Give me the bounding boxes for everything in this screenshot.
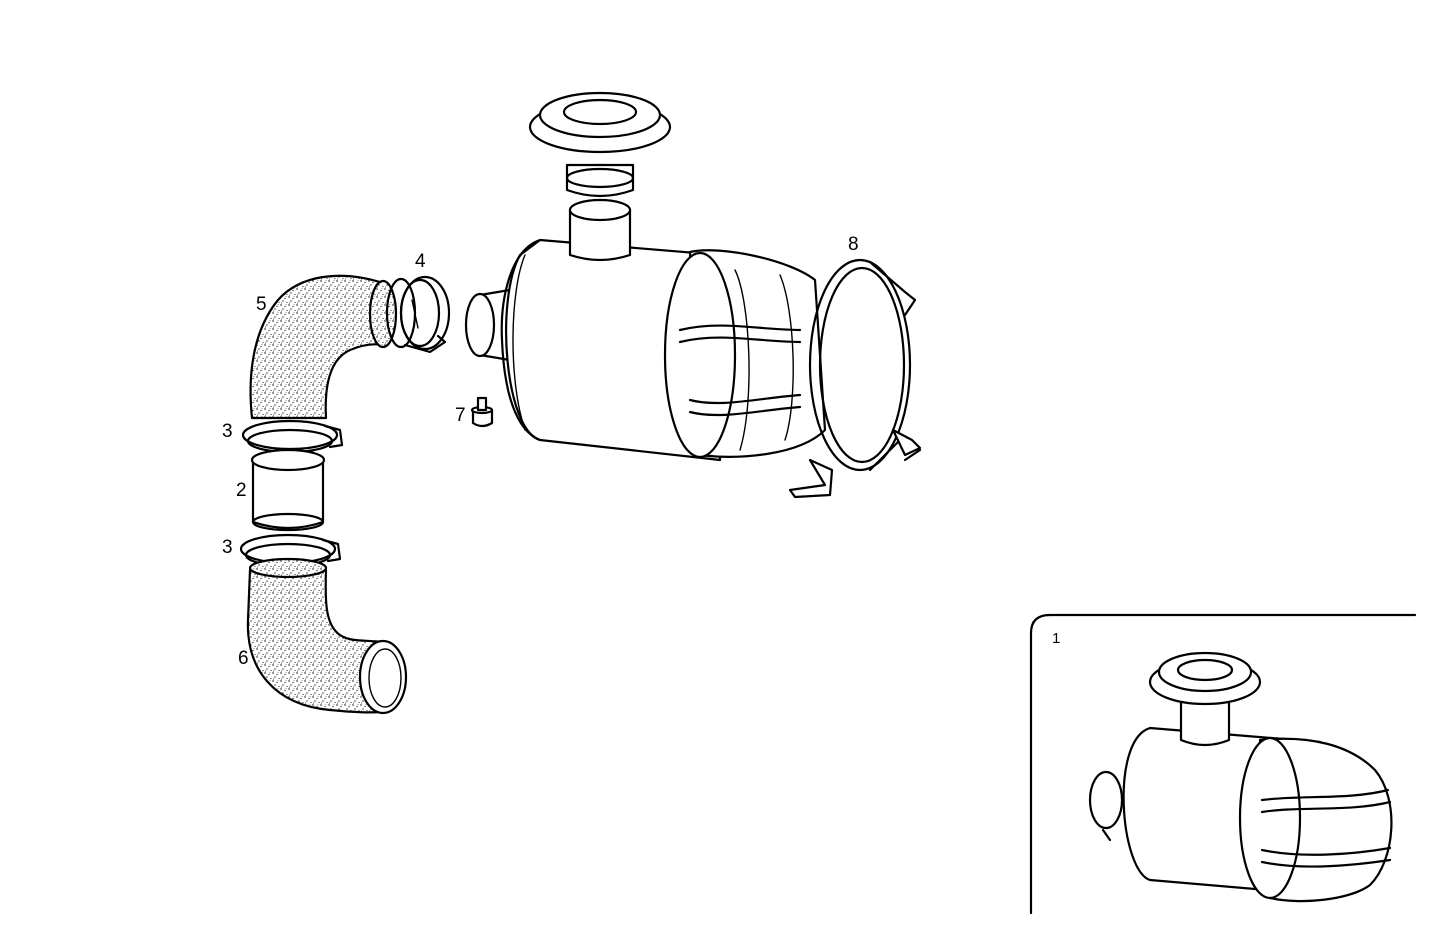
hose-clamp-upper <box>385 275 451 354</box>
mounting-band <box>788 258 922 499</box>
lower-hose-elbow <box>246 557 408 715</box>
intake-cap <box>528 91 672 262</box>
drain-valve <box>470 396 494 428</box>
callout-5: 5 <box>256 294 267 315</box>
inset-assembled-filter <box>1088 651 1393 903</box>
callout-6: 6 <box>238 648 249 669</box>
hose-clamp-3a <box>241 419 344 454</box>
callout-7: 7 <box>455 405 466 426</box>
inset-frame <box>1029 613 1417 915</box>
air-filter-housing <box>464 238 827 462</box>
callout-4: 4 <box>415 251 426 272</box>
callout-1: 1 <box>1052 630 1060 647</box>
callout-3a: 3 <box>222 421 233 442</box>
callout-8: 8 <box>848 234 859 255</box>
callout-3b: 3 <box>222 537 233 558</box>
upper-hose-elbow <box>249 274 398 420</box>
callout-2: 2 <box>236 480 247 501</box>
connector-pipe <box>250 448 326 532</box>
